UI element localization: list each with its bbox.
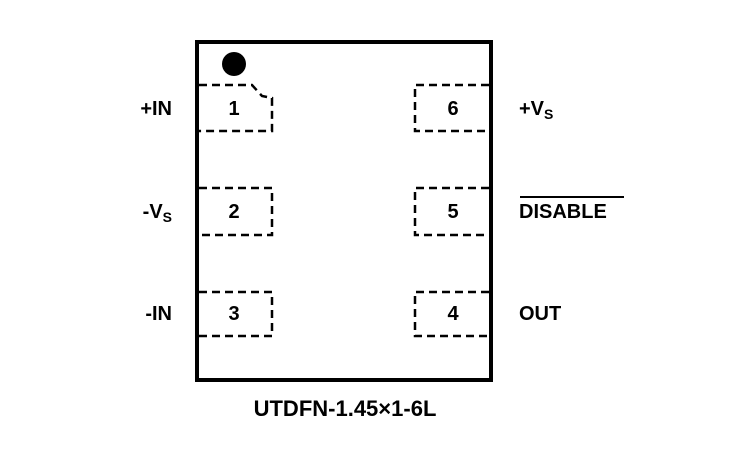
pad-3 [199,290,274,338]
pin-name-2: -VS [143,201,172,225]
pin-number-6: 6 [447,98,458,120]
pad-2 [199,186,274,237]
pad-4 [413,290,489,338]
pin-number-4: 4 [447,303,459,325]
pin1-marker-dot [222,52,246,76]
package-body [195,40,493,382]
pad-5 [413,186,489,237]
pin-number-1: 1 [228,98,239,120]
pad-1 [199,83,274,133]
pin-number-2: 2 [228,201,239,223]
pin-number-3: 3 [228,303,239,325]
pin-name-3: -IN [145,303,172,325]
pad-6 [413,83,489,133]
pin-name-1: +IN [140,98,172,120]
pin-name-6: +VS [519,98,553,122]
pin-name-4: OUT [519,303,561,325]
pin-name-5: DISABLE [519,201,607,223]
pin-number-5: 5 [447,201,458,223]
package-name: UTDFN-1.45×1-6L [254,396,437,421]
